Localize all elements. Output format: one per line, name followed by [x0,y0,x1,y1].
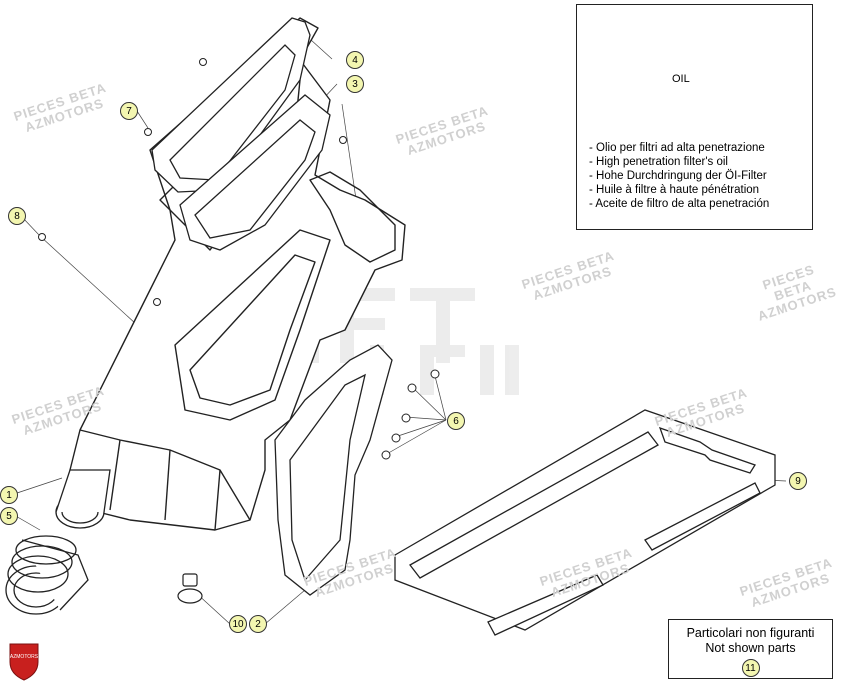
callout-9[interactable]: 9 [789,472,807,490]
logo-text: AZMOTORS [10,654,39,660]
foam-filter [394,409,776,636]
filter-cage [151,17,331,251]
callout-6[interactable]: 6 [447,412,465,430]
screws [38,58,440,460]
oil-line-es: - Aceite de filtro de alta penetración [589,198,770,210]
not-shown-parts-box: Particolari non figuranti Not shown part… [668,619,833,679]
not-shown-title-it: Particolari non figuranti [686,626,815,640]
intake-tube [55,469,111,529]
callout-1[interactable]: 1 [0,486,18,504]
callout-8[interactable]: 8 [8,207,26,225]
oil-info-box: OIL - Olio per filtri ad alta penetrazio… [576,4,813,230]
callout-11[interactable]: 11 [741,659,760,677]
callout-10[interactable]: 10 [229,615,247,633]
oil-description: - Olio per filtri ad alta penetrazione -… [589,141,769,211]
callout-4[interactable]: 4 [346,51,364,69]
not-shown-title-en: Not shown parts [705,641,796,655]
rubber-boot [5,535,89,615]
azmotors-logo: AZMOTORS [9,643,39,681]
callout-2[interactable]: 2 [249,615,267,633]
oil-line-en: - High penetration filter's oil [589,156,728,168]
side-panel [274,344,393,596]
oil-can-label: OIL [672,73,690,85]
drain-plug [177,573,203,604]
oil-line-it: - Olio per filtri ad alta penetrazione [589,142,765,154]
callout-7[interactable]: 7 [120,102,138,120]
oil-line-de: - Hohe Durchdringung der ÖI-Filter [589,170,767,182]
oil-line-fr: - Huile à filtre à haute pénétration [589,184,760,196]
callout-5[interactable]: 5 [0,507,18,525]
callout-3[interactable]: 3 [346,75,364,93]
